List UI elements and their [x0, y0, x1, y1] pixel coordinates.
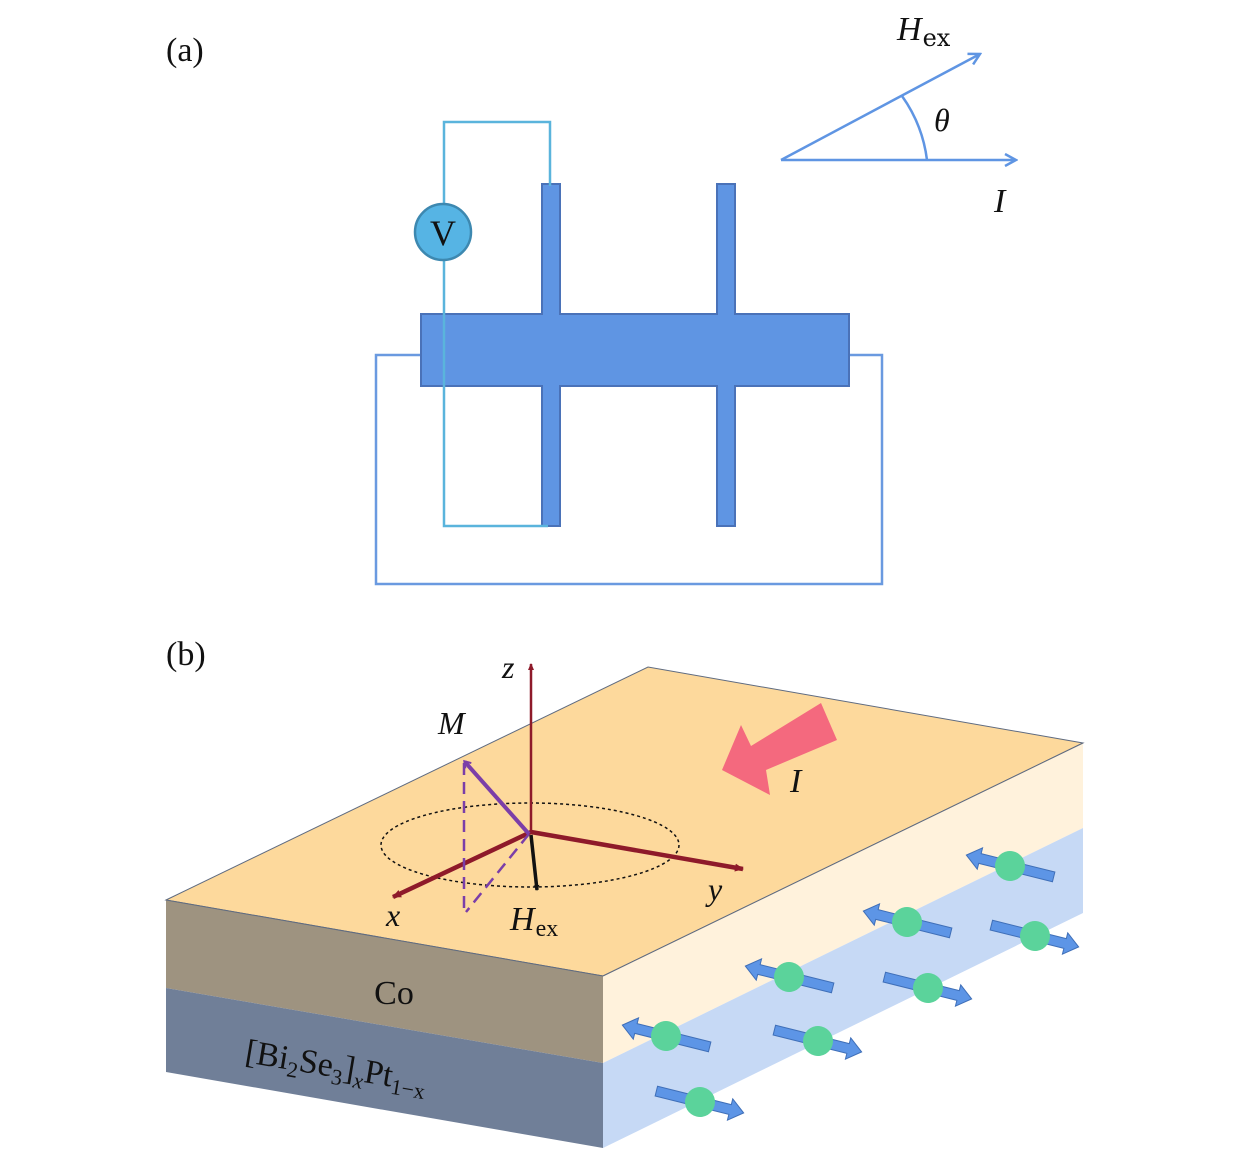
m-arrow	[463, 759, 531, 836]
edge	[602, 742, 1084, 977]
electron-dot	[1020, 921, 1050, 951]
y-axis-label: y	[705, 871, 723, 907]
panel-b-label: (b)	[166, 636, 206, 673]
field-label: Hex	[896, 11, 951, 52]
hall-probe-bottom-right	[716, 383, 736, 527]
panel-a-label: (a)	[166, 32, 204, 69]
field-angle-diagram: Hex θ I	[780, 11, 1016, 220]
spin-electron	[965, 846, 1056, 883]
co-layer-label: Co	[374, 975, 414, 1012]
spin-electron	[654, 1085, 745, 1122]
spin-electron	[882, 971, 973, 1008]
magnetization-vector: M	[437, 705, 531, 913]
seam	[718, 312, 734, 318]
edge	[165, 899, 604, 977]
co-layer-front-face	[166, 900, 603, 1063]
spin-electron	[621, 1016, 712, 1053]
hex-label: Hex	[509, 901, 558, 942]
z-axis-label: z	[501, 649, 515, 685]
hex-arrow	[529, 834, 540, 891]
current-arrow	[722, 703, 837, 795]
hall-probe-top-right	[716, 183, 736, 317]
co-layer-side-face	[603, 743, 1083, 1063]
panel-a: (a) V Hex θ I	[166, 11, 1016, 586]
voltmeter-circle	[413, 202, 473, 262]
panel-b: (b) Co [Bi2Se3]xPt1−x z x y	[164, 636, 1085, 1148]
precession-circle	[380, 802, 680, 888]
electron-dot	[913, 973, 943, 1003]
layered-slab	[164, 666, 1085, 1148]
hall-probe-bottom-left	[541, 383, 561, 527]
angle-arc	[900, 95, 929, 161]
electron-dot	[774, 962, 804, 992]
hall-bar-device	[420, 183, 850, 527]
voltmeter-symbol: V	[430, 213, 456, 253]
current-source-wire	[374, 353, 884, 586]
electron-dot	[651, 1021, 681, 1051]
coordinate-axes: z x y	[385, 649, 744, 933]
spin-accumulation	[621, 846, 1080, 1122]
electron-dot	[685, 1087, 715, 1117]
spin-electron	[862, 902, 953, 939]
angle-theta-label: θ	[934, 102, 950, 138]
spin-electron	[744, 957, 835, 994]
seam	[543, 382, 559, 388]
electron-dot	[803, 1026, 833, 1056]
hall-probe-top-left	[541, 183, 561, 317]
current-label: I	[993, 183, 1007, 220]
bise-pt-layer-label: [Bi2Se3]xPt1−x	[242, 1033, 430, 1104]
x-axis-label: x	[385, 897, 400, 933]
bise-layer-side-face	[603, 828, 1083, 1148]
electron-dot	[892, 907, 922, 937]
bise-layer-front-face	[166, 988, 603, 1148]
y-axis	[530, 829, 744, 872]
electron-dot	[995, 851, 1025, 881]
m-projection-inplane	[465, 833, 530, 913]
voltmeter: V	[413, 202, 473, 262]
spin-electron	[989, 919, 1080, 956]
hall-bar-channel	[420, 313, 850, 387]
x-axis	[392, 829, 532, 900]
current-label-b: I	[789, 763, 803, 800]
m-label: M	[437, 705, 467, 741]
field-direction-arrow	[780, 54, 980, 162]
spin-electron	[772, 1024, 863, 1061]
seam	[718, 382, 734, 388]
voltmeter-wire	[442, 120, 552, 528]
seam	[543, 312, 559, 318]
